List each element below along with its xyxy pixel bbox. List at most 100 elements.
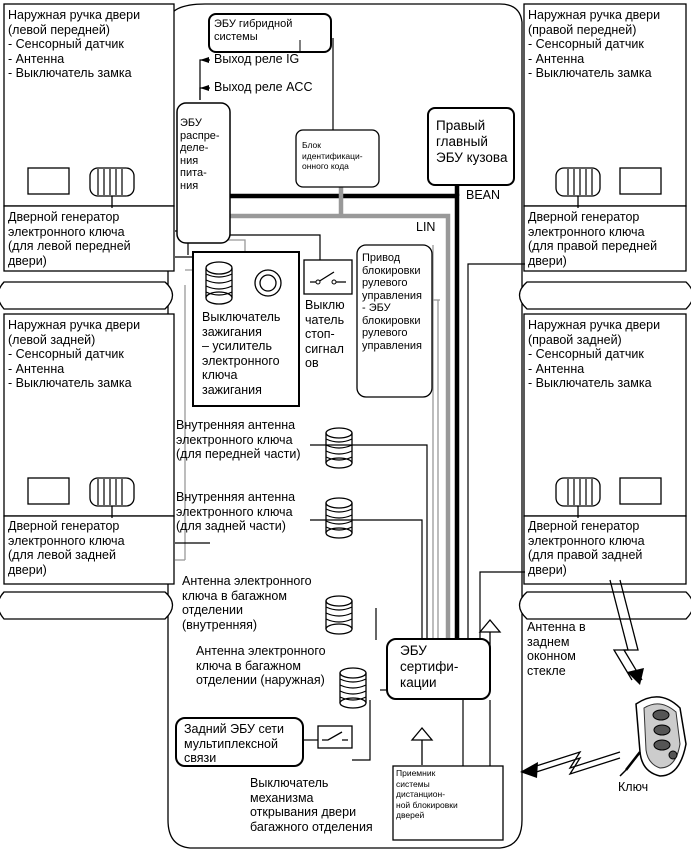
right-front-handle-title: Наружная ручка двери: [528, 8, 661, 22]
ignition-line1: Выключатель: [202, 310, 281, 324]
rear-antenna-coil: [325, 497, 353, 539]
relay-acc-arrow: [200, 85, 209, 91]
right-rear-gen-line2: электронного ключа: [528, 533, 645, 548]
right-front-gen-line2: электронного ключа: [528, 224, 645, 239]
left-rear-lock-switch: [27, 477, 70, 505]
left-rear-touch-sensor: - Сенсорный датчик: [8, 347, 124, 361]
rcv-line5: дверей: [396, 810, 425, 820]
left-rear-generator-label: Дверной генератор электронного ключа (дл…: [8, 519, 125, 577]
rear-multiplex-box: [175, 717, 304, 767]
stop-switch-box: [303, 259, 353, 295]
power-ecu-label: ЭБУ распре- деле- ния пита- ния: [180, 117, 220, 192]
ts-line1: Выключатель: [250, 776, 329, 790]
rcv-line2: системы: [396, 778, 430, 789]
right-rear-generator-label: Дверной генератор электронного ключа (дл…: [528, 519, 645, 577]
power-ecu-line1: ЭБУ: [180, 117, 202, 129]
left-rear-door-sill: [0, 591, 174, 620]
trunk-out-line2: ключа в багажном: [196, 658, 301, 673]
power-ecu-box: [176, 102, 231, 244]
right-front-handle-coil: [555, 167, 601, 208]
steering-lock-label: Привод блокировки рулевого управления - …: [362, 252, 422, 352]
hybrid-ecu-line2: системы: [214, 30, 258, 43]
stop-line5: ов: [305, 356, 319, 370]
rwa-line3: оконном: [527, 649, 576, 663]
right-front-gen-line1: Дверной генератор: [528, 210, 640, 224]
ignition-line2: зажигания: [202, 324, 262, 339]
right-rear-gen-line4: двери): [528, 562, 567, 577]
left-rear-generator-box: [3, 515, 175, 585]
steering-line8: управления: [362, 339, 422, 352]
right-rear-handle-title: Наружная ручка двери: [528, 318, 661, 332]
power-ecu-line2: распре-: [180, 129, 220, 142]
steering-line3: рулевого: [362, 277, 408, 289]
hybrid-ecu-line1: ЭБУ гибридной: [214, 18, 293, 30]
body-ecu-line2: главный: [436, 134, 488, 149]
trunk-outer-antenna-coil: [339, 667, 367, 709]
right-front-gen-line4: двери): [528, 253, 567, 268]
left-rear-handle-label: Наружная ручка двери (левой задней) - Се…: [8, 318, 140, 391]
cert-line3: кации: [400, 675, 437, 690]
steering-line7: рулевого: [362, 327, 408, 339]
left-rear-handle-coil: [89, 477, 135, 518]
left-rear-gen-line2: электронного ключа: [8, 533, 125, 548]
left-front-lock-switch: [27, 167, 70, 195]
left-rear-handle-title: Наружная ручка двери: [8, 318, 141, 332]
steering-line4: управления: [362, 289, 422, 302]
trunk-out-line1: Антенна электронного: [196, 644, 326, 658]
rwa-line4: стекле: [527, 663, 566, 678]
body-ecu-label: Правый главный ЭБУ кузова: [436, 118, 507, 166]
rear-antenna-line1: Внутренняя антенна: [176, 490, 296, 504]
id-block-line1: Блок: [302, 140, 321, 150]
ignition-coil: [205, 261, 233, 305]
receiver-box: [392, 765, 504, 841]
rm-line2: мультиплексной: [184, 736, 278, 751]
rear-multiplex-label: Задний ЭБУ сети мультиплексной связи: [184, 722, 284, 766]
left-front-generator-box: [3, 205, 175, 272]
ignition-line5: ключа: [202, 368, 238, 382]
right-front-touch-sensor: - Сенсорный датчик: [528, 37, 644, 51]
body-ecu-box: [427, 107, 515, 186]
key-fob-icon: [619, 696, 687, 777]
steering-lock-box: [356, 244, 433, 398]
body-ecu-line3: ЭБУ кузова: [436, 150, 508, 165]
rear-antenna-label: Внутренняя антенна электронного ключа (д…: [176, 490, 295, 534]
left-front-gen-line2: электронного ключа: [8, 224, 125, 239]
radio-signal-arrows: [609, 579, 643, 681]
ts-line2: механизма: [250, 790, 314, 805]
left-rear-gen-line4: двери): [8, 562, 47, 577]
id-block-line2: идентификаци-: [302, 150, 363, 161]
trunk-in-line2: ключа в багажном: [182, 588, 287, 603]
right-rear-handle-sub: (правой задней): [528, 332, 622, 347]
rcv-line3: дистанцион-: [396, 789, 446, 799]
lin-label: LIN: [416, 220, 436, 234]
key-signal-arrow: [529, 750, 621, 776]
rm-line1: Задний ЭБУ сети: [184, 722, 284, 736]
left-front-touch-sensor: - Сенсорный датчик: [8, 37, 124, 51]
right-front-lock-switch-label: - Выключатель замка: [528, 66, 652, 80]
hybrid-ecu-label: ЭБУ гибридной системы: [214, 18, 292, 43]
id-block-line3: онного кода: [302, 161, 349, 171]
left-front-handle-title: Наружная ручка двери: [8, 8, 141, 22]
steering-line6: блокировки: [362, 314, 421, 327]
lin-bus: [230, 213, 451, 640]
right-front-door-sill: [518, 281, 691, 310]
relay-ig-arrow: [200, 57, 209, 63]
relay-ig-label: Выход реле IG: [214, 52, 300, 66]
rear-antenna-line3: (для задней части): [176, 519, 286, 533]
left-rear-antenna: - Антенна: [8, 361, 65, 376]
right-rear-gen-line1: Дверной генератор: [528, 519, 640, 533]
left-front-gen-line1: Дверной генератор: [8, 210, 120, 224]
ignition-switch-box: [192, 251, 300, 407]
ignition-line4: электронного: [202, 353, 280, 368]
power-ecu-line4: ния: [180, 154, 199, 167]
power-ecu-line5: пита-: [180, 167, 207, 179]
stop-line2: чатель: [305, 312, 345, 327]
ignition-line3: – усилитель: [202, 339, 272, 353]
power-ecu-line3: деле-: [180, 142, 209, 154]
left-front-antenna: - Антенна: [8, 51, 65, 66]
rear-window-antenna-icon: [478, 618, 502, 648]
trunk-inner-antenna-label: Антенна электронного ключа в багажном от…: [182, 574, 312, 632]
rcv-line4: ной блокировки: [396, 799, 458, 810]
cert-line2: сертифи-: [400, 659, 459, 674]
